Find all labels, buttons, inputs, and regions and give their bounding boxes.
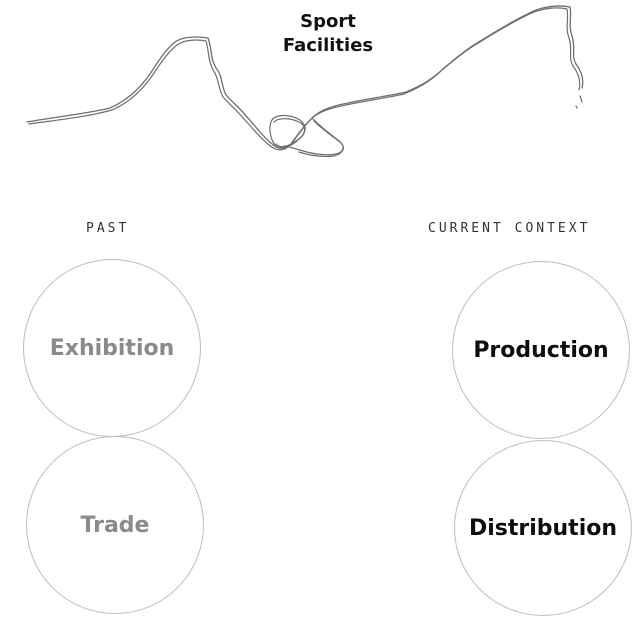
title-line-1: Sport (300, 11, 356, 32)
diagram-title: Sport Facilities (230, 10, 426, 58)
trade-circle: Trade (26, 436, 204, 614)
mountain-sketch (26, 5, 584, 157)
past-column-label: PAST (86, 221, 130, 236)
distribution-label: Distribution (468, 515, 618, 541)
exhibition-label: Exhibition (49, 335, 175, 361)
distribution-circle: Distribution (454, 440, 632, 616)
exhibition-circle: Exhibition (23, 259, 201, 437)
production-label: Production (473, 337, 609, 363)
current-context-column-label: CURRENT CONTEXT (428, 221, 591, 236)
title-line-2: Facilities (282, 35, 374, 56)
production-circle: Production (452, 261, 630, 439)
trade-label: Trade (80, 512, 150, 538)
